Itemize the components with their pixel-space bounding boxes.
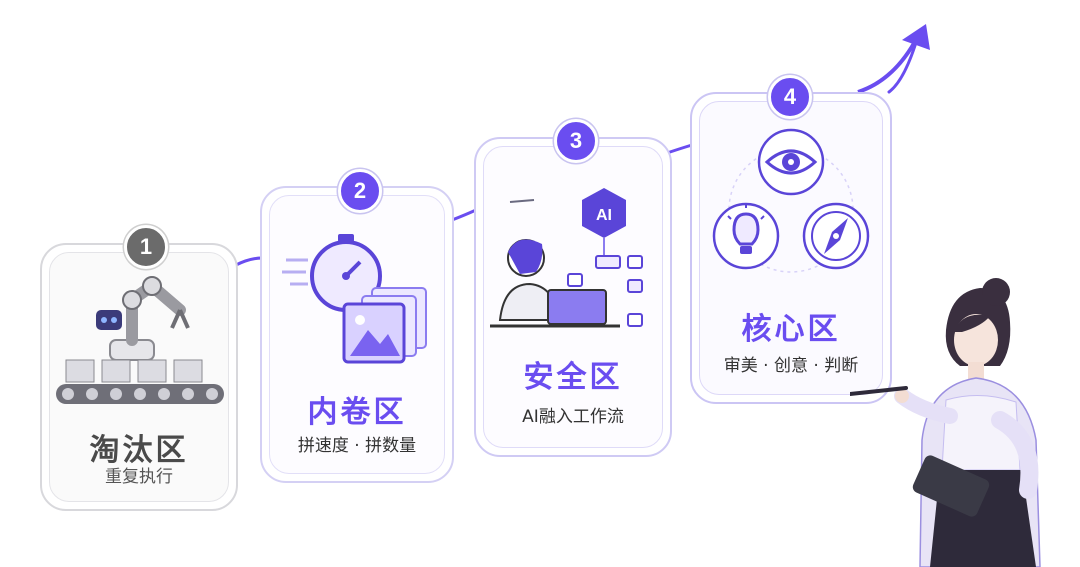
robot-arm-conveyor-icon (56, 276, 224, 404)
lightbulb-icon (712, 202, 780, 270)
arrow-line (857, 35, 920, 94)
step-badge-3: 3 (554, 119, 598, 163)
presenter-woman-illustration (850, 278, 1041, 567)
step-badge-2: 2 (338, 169, 382, 213)
core-skills-icons (712, 128, 870, 273)
person-laptop-ai-flow-icon: AI (490, 188, 643, 328)
step-title-3: 安全区 (523, 360, 623, 395)
step-subtitle-2: 拼速度 · 拼数量 (297, 436, 417, 456)
step-subtitle-1: 重复执行 (105, 467, 173, 487)
step-subtitle-3: AI融入工作流 (522, 407, 624, 427)
step-badge-4: 4 (768, 75, 812, 119)
step-title-1: 淘汰区 (89, 433, 189, 468)
arrow-head-icon (902, 24, 930, 50)
step-badge-1: 1 (124, 225, 168, 269)
stopwatch-stacked-images-icon (282, 234, 427, 364)
step-title-2: 内卷区 (307, 395, 407, 430)
step-subtitle-4: 审美 · 创意 · 判断 (723, 356, 859, 376)
compass-icon (802, 202, 870, 270)
ai-chip-label: AI (596, 207, 612, 224)
step-title-4: 核心区 (741, 312, 841, 347)
eye-icon (757, 128, 825, 196)
